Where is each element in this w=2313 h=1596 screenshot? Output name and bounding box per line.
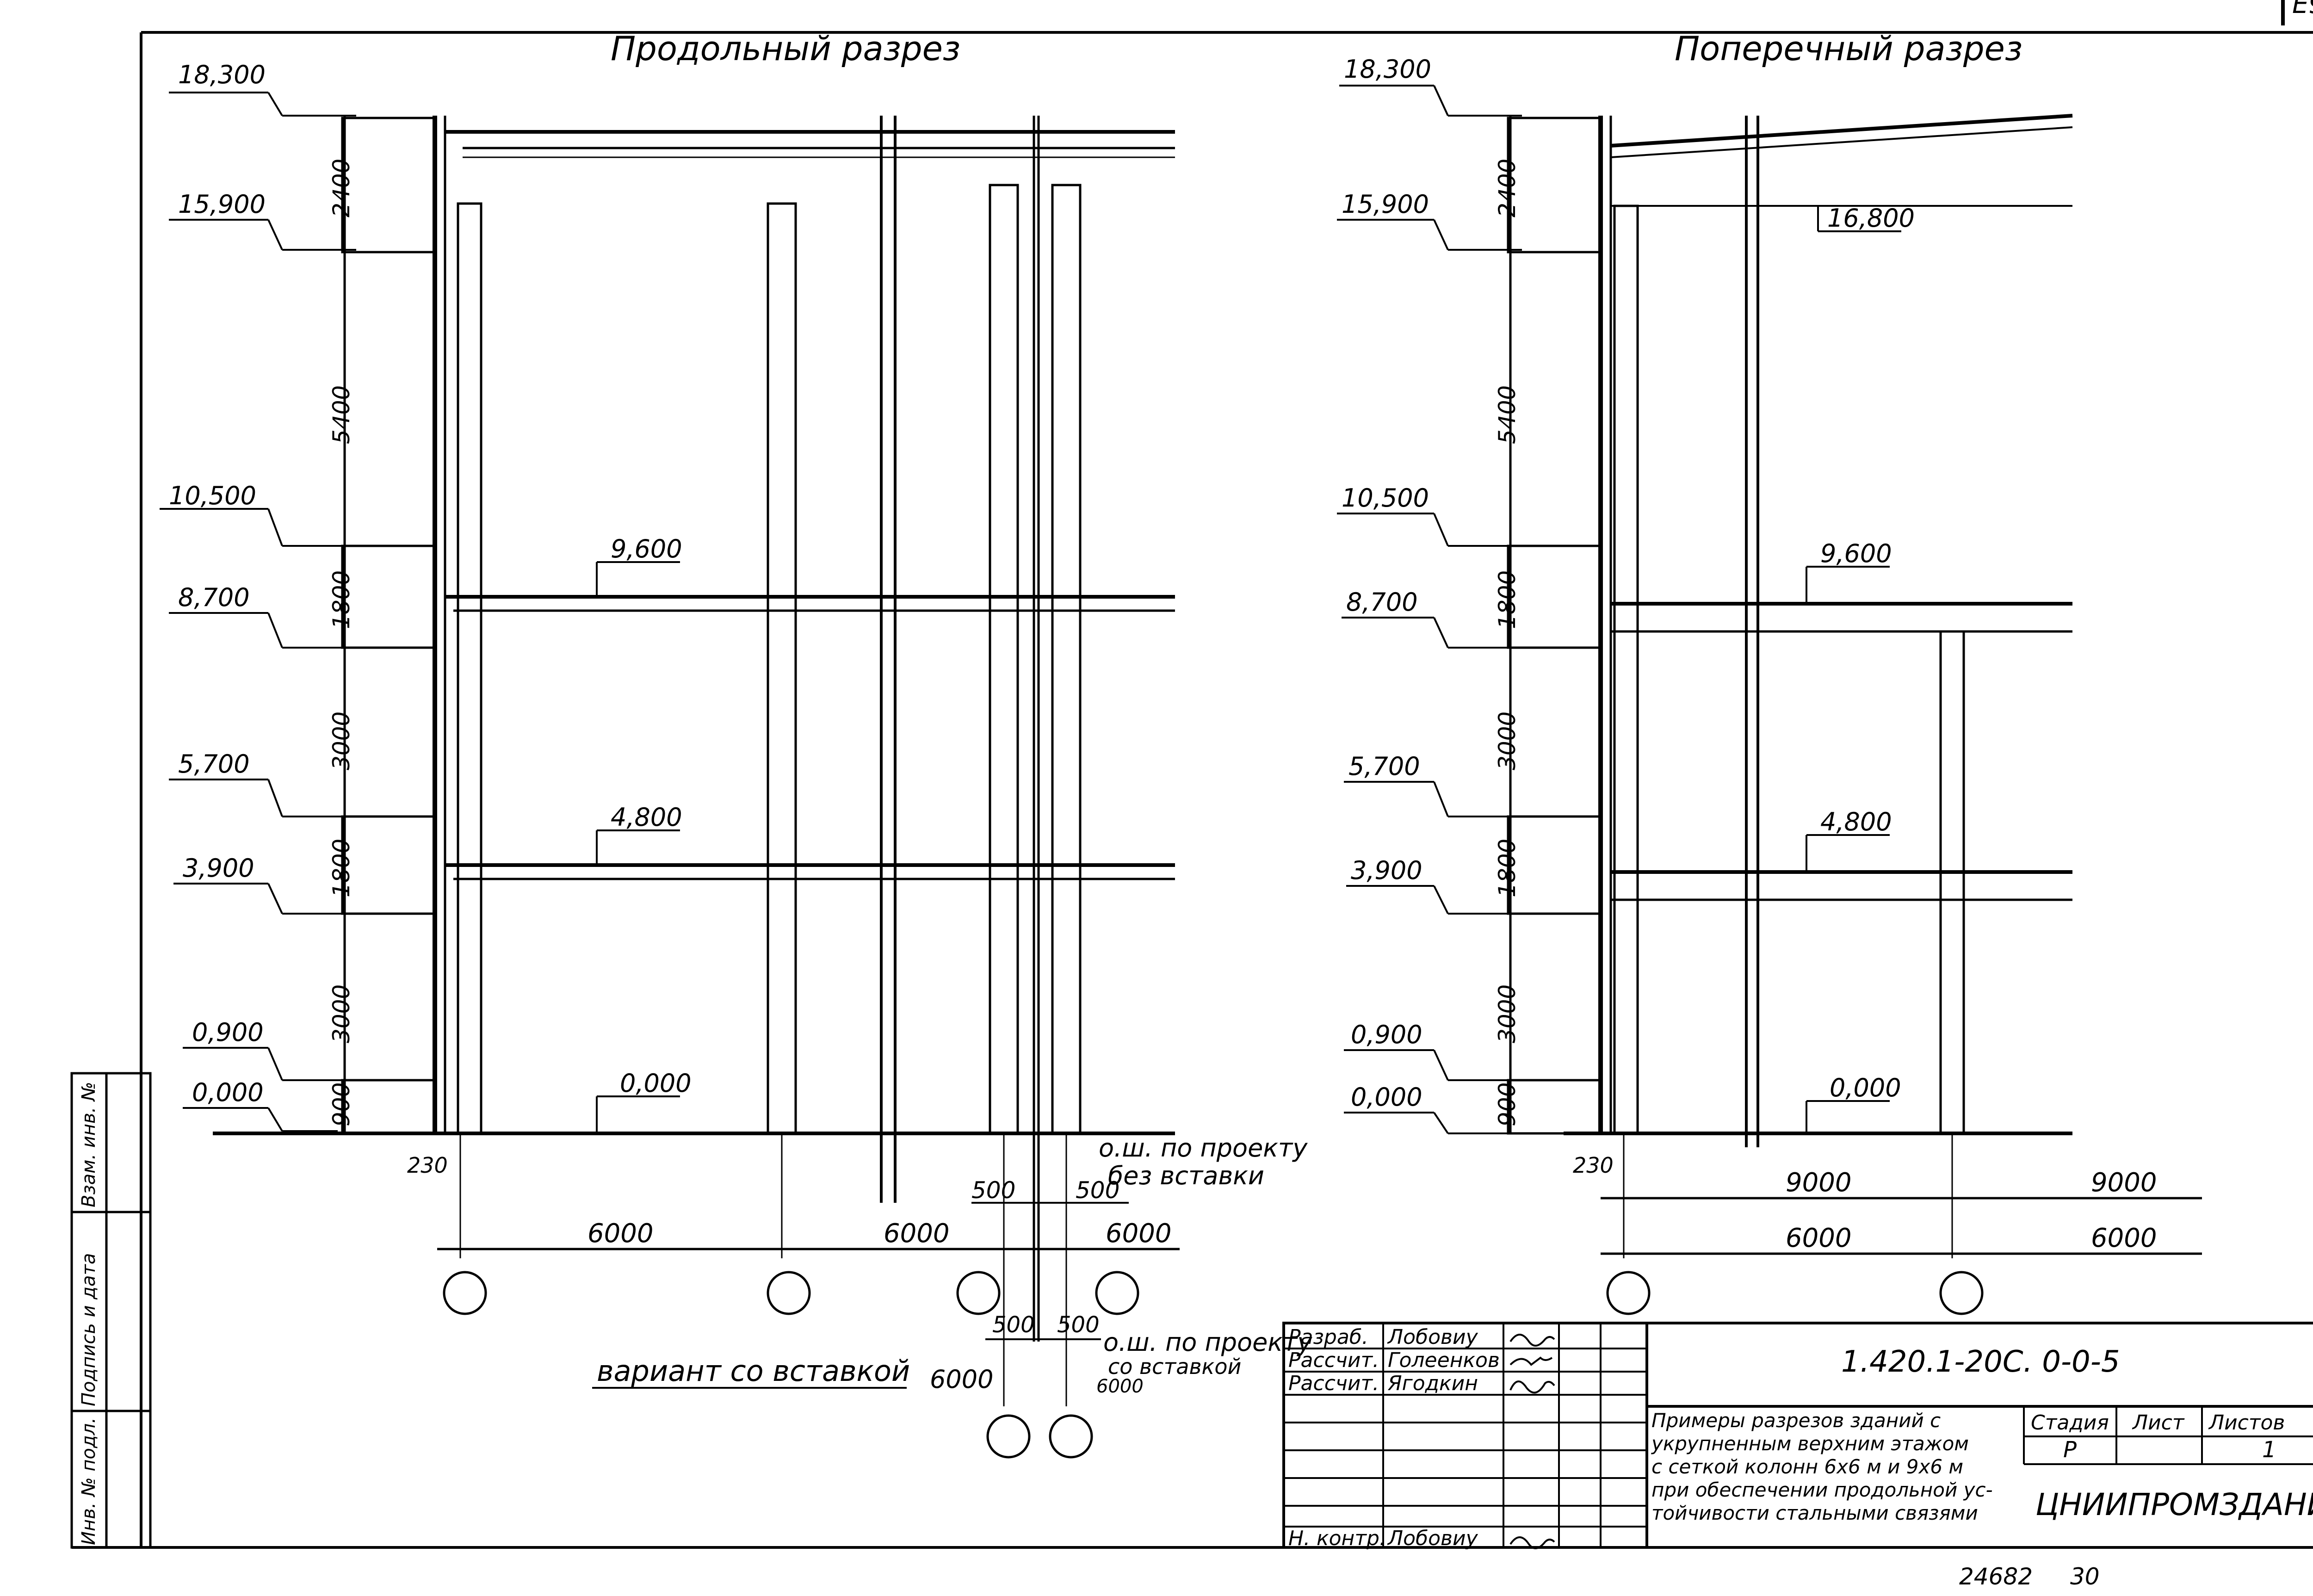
tb-role-2: Рассчит. bbox=[1288, 1349, 1379, 1372]
right-level-900: 0,900 bbox=[1351, 1020, 1422, 1049]
tb-sheets-label: Листов bbox=[2208, 1411, 2285, 1435]
right-level-5700: 5,700 bbox=[1348, 752, 1420, 781]
right-level-8700: 8,700 bbox=[1346, 588, 1418, 617]
tb-role-1: Разраб. bbox=[1288, 1325, 1368, 1349]
tb-stage-value: Р bbox=[2063, 1437, 2077, 1463]
left-axis-bubbles bbox=[443, 1271, 1139, 1315]
left-dim-3000a: 3000 bbox=[328, 711, 355, 770]
side-stamp-inv: Инв. № подл. bbox=[78, 1417, 99, 1545]
variant-span: 6000 bbox=[930, 1365, 993, 1394]
right-level-0: 0,000 bbox=[1351, 1083, 1422, 1112]
variant-gap-a: 500 bbox=[992, 1312, 1035, 1338]
left-level-8700: 8,700 bbox=[178, 583, 250, 612]
right-span-bot-1: 6000 bbox=[1786, 1223, 1852, 1253]
tb-role-4: Н. контр. bbox=[1288, 1527, 1386, 1550]
tb-role-3: Рассчит. bbox=[1288, 1372, 1379, 1395]
right-floor-marks: 16,800 9,600 4,800 0,000 bbox=[1806, 204, 1915, 1133]
tb-name-2: Голеенков bbox=[1388, 1349, 1500, 1372]
left-axis-note-2: без вставки bbox=[1108, 1161, 1264, 1190]
right-span-dims: 9000 9000 6000 6000 bbox=[1601, 1168, 2202, 1255]
right-span-bot-2: 6000 bbox=[2091, 1223, 2157, 1253]
right-level-3900: 3,900 bbox=[1351, 856, 1422, 885]
footer-number: 24682 bbox=[1959, 1563, 2033, 1590]
variant-with-insert: вариант со вставкой 6000 500 500 о.ш. по… bbox=[592, 1312, 1312, 1459]
left-offset-230: 230 bbox=[407, 1153, 448, 1178]
tb-desc-1: Примеры разрезов зданий с bbox=[1651, 1409, 1941, 1432]
right-building-frame bbox=[1507, 114, 2073, 1258]
right-mark-4800: 4,800 bbox=[1820, 807, 1892, 836]
tb-name-1: Лобовиу bbox=[1387, 1325, 1478, 1349]
left-level-3900: 3,900 bbox=[183, 854, 254, 883]
corner-mark: E9 bbox=[2292, 0, 2313, 19]
right-mark-16800: 16,800 bbox=[1827, 204, 1915, 233]
longitudinal-section: Продольный разрез 18,300 15,900 10,500 8… bbox=[160, 29, 1308, 1406]
right-span-top-1: 9000 bbox=[1786, 1168, 1852, 1198]
tb-desc-4: при обеспечении продольной ус- bbox=[1651, 1478, 1993, 1501]
right-mark-0: 0,000 bbox=[1830, 1073, 1901, 1102]
variant-axis-bubbles bbox=[986, 1414, 1093, 1459]
right-mark-9600: 9,600 bbox=[1820, 539, 1892, 568]
right-level-15900: 15,900 bbox=[1342, 190, 1429, 219]
right-span-top-2: 9000 bbox=[2091, 1168, 2157, 1198]
variant-label: вариант со вставкой bbox=[597, 1354, 910, 1388]
tb-sheet-label: Лист bbox=[2132, 1411, 2185, 1435]
tb-desc-2: укрупненным верхним этажом bbox=[1651, 1432, 1969, 1455]
tb-code: 1.420.1-20С. 0-0-5 bbox=[1841, 1345, 2120, 1379]
tb-name-4: Лобовиу bbox=[1387, 1527, 1478, 1550]
left-level-18300: 18,300 bbox=[178, 60, 266, 89]
transverse-section: Поперечный разрез 18,300 15,900 10,500 8… bbox=[1337, 29, 2202, 1315]
side-stamp-sign: Подпись и дата bbox=[78, 1253, 99, 1406]
left-gap-a: 500 bbox=[971, 1177, 1015, 1204]
right-dim-5400: 5400 bbox=[1494, 385, 1521, 444]
left-building-frame bbox=[213, 116, 1175, 1406]
left-mark-4800: 4,800 bbox=[611, 803, 682, 832]
variant-gap-b: 500 bbox=[1057, 1312, 1100, 1338]
side-stamp: Инв. № подл. Подпись и дата Взам. инв. № bbox=[70, 1072, 152, 1549]
tb-sheets-value: 1 bbox=[2262, 1437, 2276, 1463]
right-dim-3000a: 3000 bbox=[1494, 711, 1521, 770]
right-section-title: Поперечный разрез bbox=[1675, 29, 2022, 68]
right-level-10500: 10,500 bbox=[1342, 483, 1429, 513]
right-level-marks: 18,300 15,900 10,500 8,700 5,700 3,900 0… bbox=[1337, 55, 1503, 1134]
right-level-18300: 18,300 bbox=[1344, 55, 1431, 84]
tb-stage-label: Стадия bbox=[2031, 1411, 2109, 1435]
left-level-5700: 5,700 bbox=[178, 749, 250, 779]
title-block: Разраб. Рассчит. Рассчит. Н. контр. Лобо… bbox=[1282, 1322, 2313, 1550]
left-mark-0: 0,000 bbox=[620, 1069, 692, 1098]
variant-small-span: 6000 bbox=[1096, 1376, 1144, 1397]
side-stamp-replace: Взам. инв. № bbox=[78, 1082, 99, 1207]
left-dim-3000b: 3000 bbox=[328, 984, 355, 1043]
footer-page: 30 bbox=[2070, 1563, 2100, 1590]
left-level-0: 0,000 bbox=[192, 1078, 264, 1107]
right-axis-bubbles bbox=[1606, 1271, 1984, 1315]
tb-organization: ЦНИИПРОМЗДАНИЙ bbox=[2035, 1486, 2313, 1522]
variant-note-1: о.ш. по проекту bbox=[1103, 1328, 1312, 1357]
left-level-900: 0,900 bbox=[192, 1018, 264, 1047]
left-section-title: Продольный разрез bbox=[611, 29, 960, 68]
tb-desc-3: с сеткой колонн 6х6 м и 9х6 м bbox=[1651, 1455, 1963, 1478]
left-span-2: 6000 bbox=[884, 1219, 950, 1249]
tb-name-3: Ягодкин bbox=[1387, 1372, 1478, 1395]
left-span-3: 6000 bbox=[1106, 1219, 1172, 1249]
left-floor-marks: 9,600 4,800 0,000 bbox=[596, 534, 692, 1133]
left-level-15900: 15,900 bbox=[178, 190, 266, 219]
tb-desc-5: тойчивости стальными связями bbox=[1651, 1502, 1978, 1524]
left-dim-5400: 5400 bbox=[328, 385, 355, 444]
left-gap-b: 500 bbox=[1076, 1177, 1119, 1204]
left-axis-note-1: о.ш. по проекту bbox=[1099, 1133, 1308, 1163]
left-span-1: 6000 bbox=[588, 1219, 654, 1249]
left-span-dims: 6000 6000 6000 bbox=[437, 1219, 1180, 1250]
right-dim-3000b: 3000 bbox=[1494, 984, 1521, 1043]
left-level-10500: 10,500 bbox=[169, 481, 256, 510]
left-level-marks: 18,300 15,900 10,500 8,700 5,700 3,900 0… bbox=[160, 60, 338, 1132]
left-mark-9600: 9,600 bbox=[611, 534, 682, 563]
signatures bbox=[1509, 1334, 1555, 1549]
right-offset-230: 230 bbox=[1573, 1153, 1614, 1178]
variant-note-2: со вставкой bbox=[1108, 1354, 1241, 1379]
